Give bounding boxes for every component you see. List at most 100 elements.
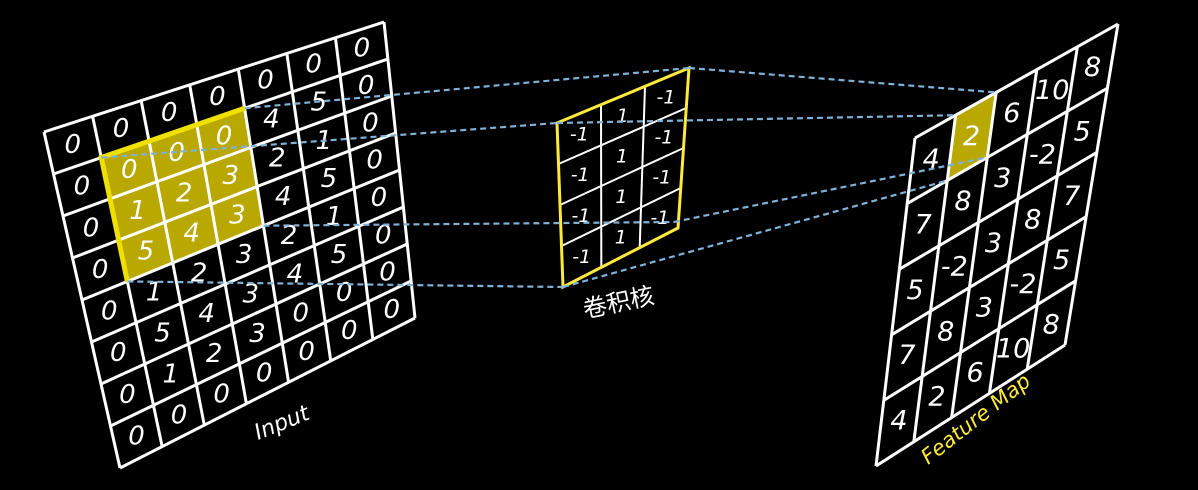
input-cell: 5 — [154, 319, 171, 349]
input-cell: 0 — [128, 421, 145, 451]
input-cell: 4 — [183, 218, 200, 248]
kernel-cell: 1 — [615, 186, 627, 208]
input-row-line — [119, 316, 416, 470]
feature-map-row-line — [914, 22, 1119, 140]
kernel-row-line — [558, 107, 687, 165]
input-cell: 0 — [305, 50, 322, 80]
feature-map-row-line — [883, 279, 1077, 402]
projection-line — [556, 114, 956, 125]
input-cell: 0 — [65, 130, 82, 160]
kernel-cell: 1 — [615, 226, 627, 248]
input-cell: 3 — [243, 279, 260, 309]
feature-map-cell: 2 — [928, 382, 945, 413]
input-cell: 2 — [269, 143, 286, 173]
input-cell: 0 — [171, 400, 188, 430]
input-cell: 3 — [236, 240, 253, 270]
kernel-col-line — [638, 86, 646, 248]
input-col-line — [285, 53, 333, 362]
input-cell: 0 — [216, 121, 233, 151]
input-cell: 0 — [384, 295, 401, 325]
input-cell: 0 — [341, 316, 358, 346]
input-row-line — [43, 20, 385, 134]
feature-map-cell: 6 — [1003, 98, 1020, 129]
input-cell: 0 — [354, 34, 371, 64]
feature-map-row-line — [906, 86, 1109, 205]
feature-map-col-line — [1063, 23, 1120, 346]
feature-map-col-line — [912, 115, 958, 442]
input-cell: 1 — [146, 278, 163, 308]
projection-line — [562, 179, 948, 289]
input-cell: 0 — [358, 71, 375, 101]
input-cell: 5 — [310, 88, 327, 118]
input-cell: 4 — [263, 104, 280, 134]
input-cell: 0 — [366, 146, 383, 176]
input-cell: 2 — [191, 259, 208, 289]
projection-line — [263, 220, 675, 227]
input-row-line — [71, 131, 397, 260]
input-cell: 0 — [375, 220, 392, 250]
input-cell: 0 — [209, 82, 226, 112]
feature-map-cell: 5 — [907, 275, 924, 306]
input-cell: 0 — [362, 108, 379, 138]
input-cell: 0 — [161, 98, 178, 128]
projection-line — [244, 66, 690, 110]
feature-map-cell: 4 — [890, 406, 907, 437]
input-cell: 0 — [336, 278, 353, 308]
input-cell: 0 — [371, 183, 388, 213]
input-cell: 0 — [119, 380, 136, 410]
input-cell: 1 — [326, 202, 343, 232]
feature-map-cell: 3 — [994, 163, 1011, 194]
input-cell: 0 — [121, 155, 138, 185]
input-cell: 5 — [138, 237, 155, 267]
input-cell: 0 — [110, 338, 127, 368]
input-row-line — [62, 94, 393, 218]
input-cell: 0 — [256, 358, 273, 388]
input-col-line — [333, 37, 375, 340]
kernel-row-line — [559, 147, 684, 206]
kernel-cell: 1 — [616, 145, 628, 167]
feature-map-cell: 10 — [996, 333, 1030, 364]
feature-map-cell: 8 — [937, 316, 954, 347]
input-cell: 0 — [113, 114, 130, 144]
projection-line — [688, 66, 997, 94]
input-col-line — [42, 131, 122, 469]
feature-map-cell: -2 — [1029, 140, 1056, 171]
input-cell: 3 — [222, 161, 239, 191]
kernel-border — [555, 65, 691, 290]
input-row-line — [81, 168, 401, 302]
input-cell: 0 — [83, 213, 100, 243]
input-cell: 0 — [101, 297, 118, 327]
feature-map-cell: 4 — [923, 144, 940, 175]
input-cell: 2 — [206, 339, 223, 369]
input-receptive-field — [101, 108, 264, 282]
input-cell: 0 — [293, 298, 310, 328]
kernel-cell: -1 — [571, 164, 590, 186]
feature-map-cell: 8 — [1084, 52, 1101, 83]
projection-line — [101, 121, 558, 159]
kernel-matrix: -11-1-11-1-11-1-11-1 — [555, 65, 691, 290]
feature-map-cell: 5 — [1053, 245, 1070, 276]
feature-map-cell: 8 — [954, 186, 971, 217]
input-row-line — [109, 279, 412, 428]
input-cell: 0 — [92, 255, 109, 285]
input-cell: 4 — [287, 260, 304, 290]
kernel-cell: -1 — [572, 246, 591, 268]
feature-map-col-line — [950, 92, 998, 418]
feature-map-cell: 7 — [1063, 181, 1080, 212]
feature-map-cell: 8 — [1043, 309, 1060, 340]
input-col-line — [188, 84, 248, 404]
input-row-line — [90, 205, 404, 344]
feature-map-cell: 2 — [963, 121, 980, 152]
input-cell: 0 — [168, 138, 185, 168]
feature-map-col-line — [1025, 46, 1079, 370]
feature-map-cell: 3 — [985, 228, 1002, 259]
kernel-cell: -1 — [570, 123, 589, 145]
feature-map-row-line — [898, 151, 1098, 271]
feature-map-row-line — [890, 215, 1087, 337]
kernel-cell: -1 — [652, 167, 671, 189]
kernel-cell: -1 — [650, 207, 669, 229]
input-cell: 2 — [176, 178, 193, 208]
input-cell: 3 — [229, 200, 246, 230]
